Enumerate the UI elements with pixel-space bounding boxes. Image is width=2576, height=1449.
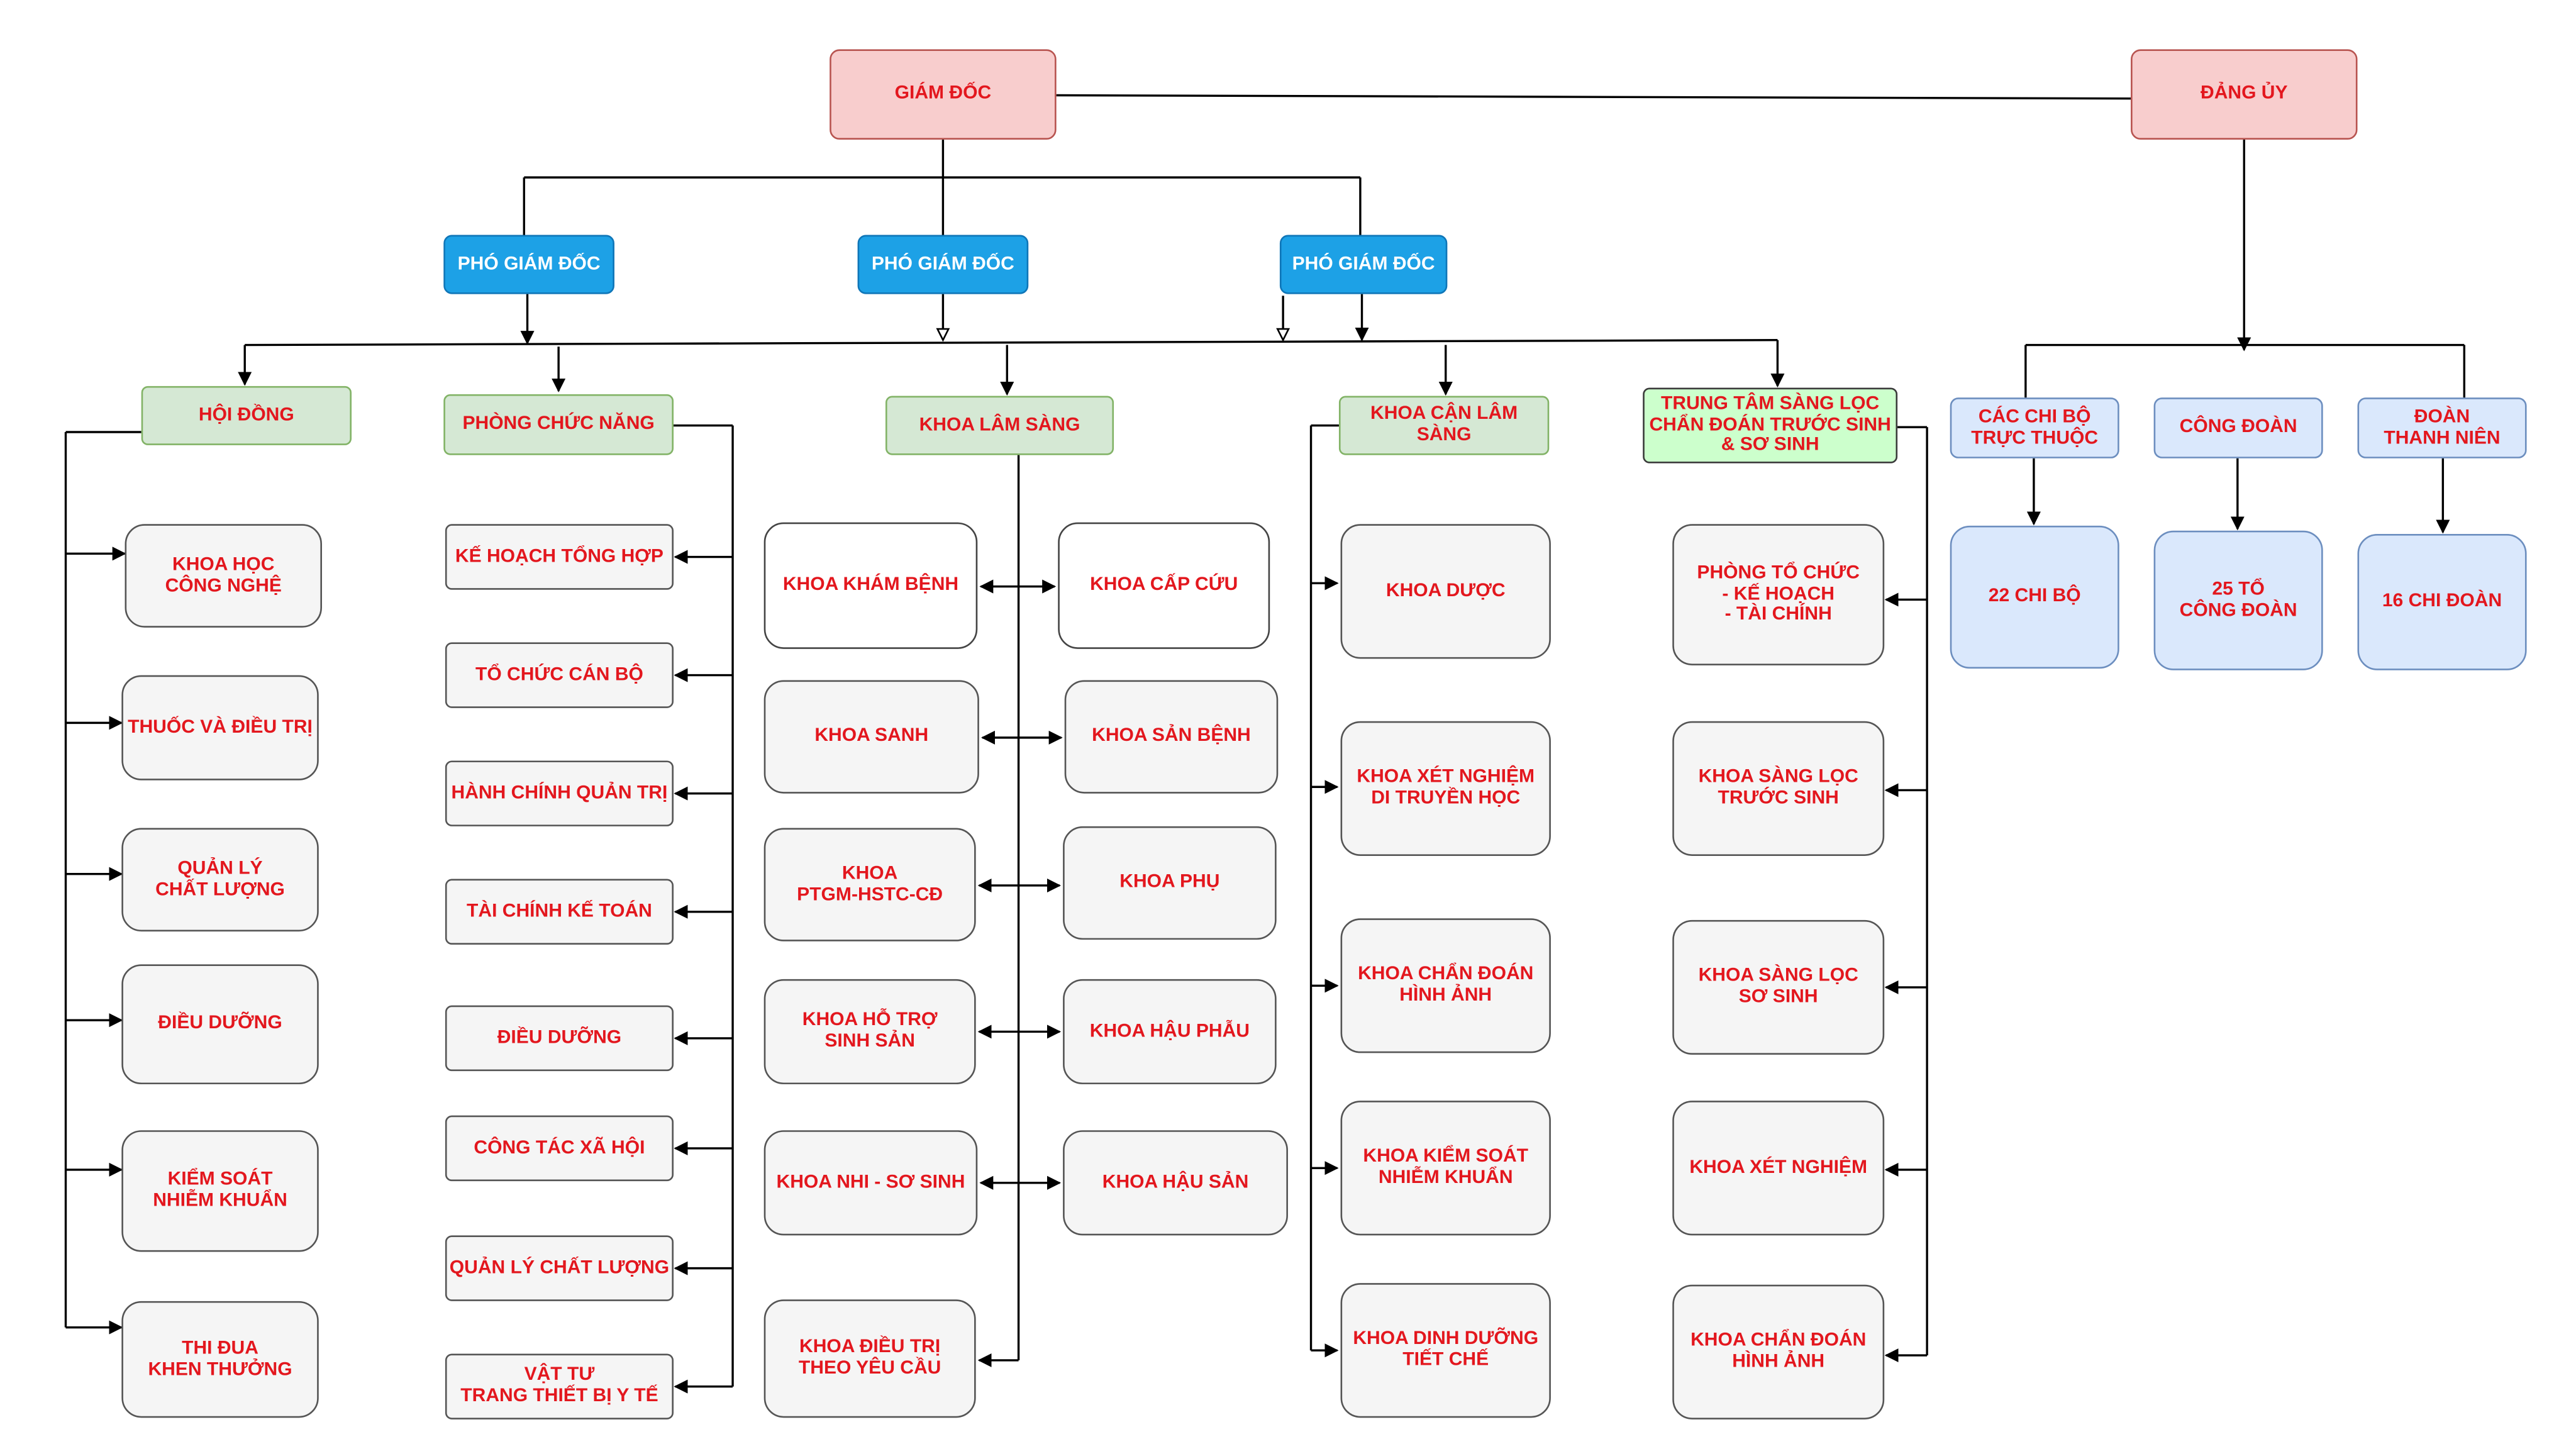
council-item[interactable]: QUẢN LÝ CHẤT LƯỢNG [121,828,319,932]
functional-dept-item[interactable]: QUẢN LÝ CHẤT LƯỢNG [445,1235,674,1301]
party-unit-header[interactable]: CÔNG ĐOÀN [2153,397,2323,458]
clinical-dept-item[interactable]: KHOA HẬU PHẪU [1063,979,1277,1085]
director-box[interactable]: GIÁM ĐỐC [830,49,1057,140]
paraclinical-dept-item[interactable]: KHOA KIỂM SOÁT NHIỄM KHUẨN [1340,1101,1551,1236]
functional-dept-item[interactable]: CÔNG TÁC XÃ HỘI [445,1115,674,1182]
screening-dept-item[interactable]: KHOA SÀNG LỌC SƠ SINH [1672,919,1885,1055]
screening-dept-item[interactable]: KHOA CHẨN ĐOÁN HÌNH ẢNH [1672,1284,1885,1419]
clinical-dept-item[interactable]: KHOA NHI - SƠ SINH [763,1130,978,1236]
party-unit-header[interactable]: ĐOÀN THANH NIÊN [2357,397,2527,458]
clinical-dept-item[interactable]: KHOA SẢN BỆNH [1064,680,1279,794]
clinical-dept-item[interactable]: KHOA CẤP CỨU [1058,522,1270,649]
screening-center-header[interactable]: TRUNG TÂM SÀNG LỌC CHẨN ĐOÁN TRƯỚC SINH … [1643,387,1898,464]
clinical-header[interactable]: KHOA LÂM SÀNG [885,396,1114,455]
party-unit-header[interactable]: CÁC CHI BỘ TRỰC THUỘC [1950,397,2119,458]
clinical-dept-item[interactable]: KHOA SANH [763,680,979,794]
functional-dept-header[interactable]: PHÒNG CHỨC NĂNG [443,394,674,455]
council-item[interactable]: THI ĐUA KHEN THƯỞNG [121,1301,319,1418]
council-item[interactable]: KHOA HỌC CÔNG NGHỆ [125,524,322,628]
screening-dept-item[interactable]: KHOA SÀNG LỌC TRƯỚC SINH [1672,721,1885,856]
functional-dept-item[interactable]: VẬT TƯ TRANG THIẾT BỊ Y TẾ [445,1353,674,1419]
party-unit-child[interactable]: 22 CHI BỘ [1950,525,2119,669]
paraclinical-header[interactable]: KHOA CẬN LÂM SÀNG [1338,396,1550,455]
functional-dept-item[interactable]: ĐIỀU DƯỠNG [445,1005,674,1072]
functional-dept-item[interactable]: KẾ HOẠCH TỔNG HỢP [445,524,674,590]
paraclinical-dept-item[interactable]: KHOA DINH DƯỠNG TIẾT CHẾ [1340,1283,1551,1418]
deputy-director-box-1[interactable]: PHÓ GIÁM ĐỐC [443,235,614,294]
clinical-dept-item[interactable]: KHOA HẬU SẢN [1063,1130,1288,1236]
council-item[interactable]: ĐIỀU DƯỠNG [121,964,319,1085]
paraclinical-dept-item[interactable]: KHOA XÉT NGHIỆM DI TRUYỀN HỌC [1340,721,1551,856]
council-item[interactable]: THUỐC VÀ ĐIỀU TRỊ [121,675,319,780]
functional-dept-item[interactable]: TÀI CHÍNH KẾ TOÁN [445,879,674,945]
functional-dept-item[interactable]: TỔ CHỨC CÁN BỘ [445,642,674,708]
clinical-dept-item[interactable]: KHOA ĐIỀU TRỊ THEO YÊU CẦU [763,1299,976,1418]
clinical-dept-item[interactable]: KHOA PHỤ [1063,826,1277,940]
party-committee-box[interactable]: ĐẢNG ỦY [2131,49,2358,140]
paraclinical-dept-item[interactable]: KHOA DƯỢC [1340,524,1551,659]
screening-dept-item[interactable]: KHOA XÉT NGHIỆM [1672,1101,1885,1236]
functional-dept-item[interactable]: HÀNH CHÍNH QUẢN TRỊ [445,760,674,826]
council-item[interactable]: KIỂM SOÁT NHIỄM KHUẨN [121,1130,319,1252]
party-unit-child[interactable]: 16 CHI ĐOÀN [2357,533,2527,670]
deputy-director-box-2[interactable]: PHÓ GIÁM ĐỐC [857,235,1029,294]
deputy-director-box-3[interactable]: PHÓ GIÁM ĐỐC [1279,235,1448,294]
council-header[interactable]: HỘI ĐỒNG [141,386,352,445]
clinical-dept-item[interactable]: KHOA PTGM-HSTC-CĐ [763,828,976,941]
clinical-dept-item[interactable]: KHOA KHÁM BỆNH [763,522,978,649]
screening-dept-item[interactable]: PHÒNG TỔ CHỨC - KẾ HOẠCH - TÀI CHÍNH [1672,524,1885,665]
party-unit-child[interactable]: 25 TỔ CÔNG ĐOÀN [2153,530,2323,670]
clinical-dept-item[interactable]: KHOA HỖ TRỢ SINH SẢN [763,979,976,1085]
paraclinical-dept-item[interactable]: KHOA CHẨN ĐOÁN HÌNH ẢNH [1340,918,1551,1053]
